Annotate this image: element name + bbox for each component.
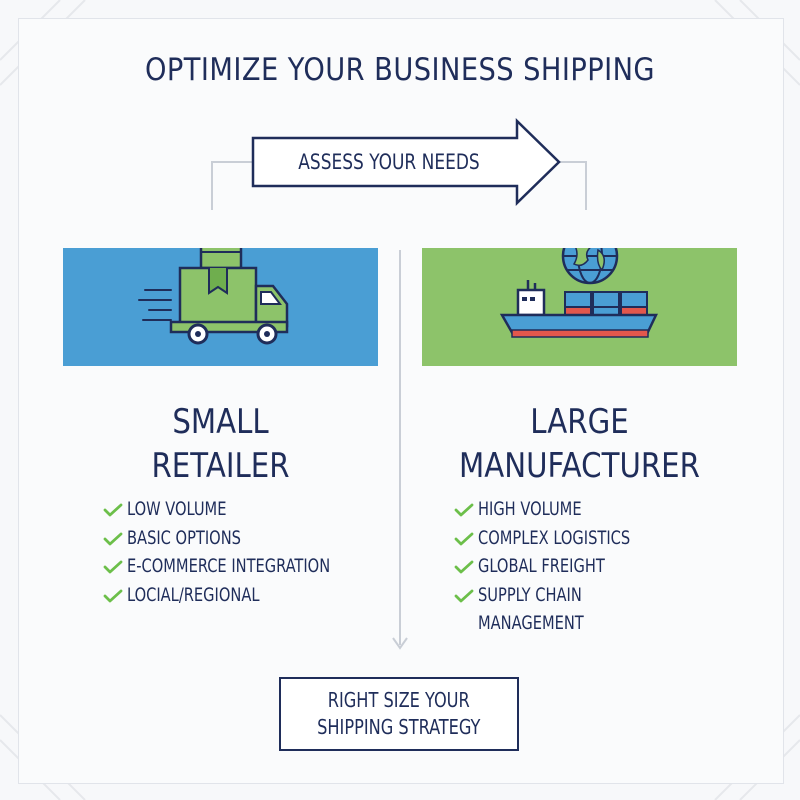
large-manufacturer-features: HIGH VOLUME COMPLEX LOGISTICS GLOBAL FRE…: [454, 496, 651, 639]
check-icon: [103, 525, 127, 553]
small-retailer-heading: SMALL RETAILER: [151, 402, 290, 486]
check-icon: [454, 553, 478, 581]
strategy-callout-text: RIGHT SIZE YOUR SHIPPING STRATEGY: [317, 688, 481, 739]
strategy-callout-box: RIGHT SIZE YOUR SHIPPING STRATEGY: [279, 677, 519, 751]
large-manufacturer-panel: [422, 227, 737, 366]
list-item: BASIC OPTIONS: [103, 525, 358, 554]
list-item: LOCIAL/REGIONAL: [103, 582, 358, 611]
cargo-ship-globe-icon: [499, 227, 658, 338]
check-icon: [103, 553, 127, 581]
check-icon: [454, 525, 478, 553]
check-icon: [103, 582, 127, 610]
large-manufacturer-heading: LARGE MANUFACTURER: [459, 402, 700, 486]
list-item: E-COMMERCE INTEGRATION: [103, 553, 358, 582]
delivery-truck-icon: [138, 234, 289, 345]
small-retailer-features: LOW VOLUME BASIC OPTIONS E-COMMERCE INTE…: [103, 496, 358, 610]
list-item: COMPLEX LOGISTICS: [454, 525, 651, 554]
check-icon: [454, 496, 478, 524]
page-title: OPTIMIZE YOUR BUSINESS SHIPPING: [144, 52, 656, 88]
list-item: GLOBAL FREIGHT: [454, 553, 651, 582]
list-item: HIGH VOLUME: [454, 496, 651, 525]
list-item: SUPPLY CHAIN MANAGEMENT: [454, 582, 651, 639]
check-icon: [103, 496, 127, 524]
small-retailer-panel: [63, 234, 378, 366]
assess-needs-label: ASSESS YOUR NEEDS: [298, 150, 480, 174]
list-item: LOW VOLUME: [103, 496, 358, 525]
check-icon: [454, 582, 478, 610]
